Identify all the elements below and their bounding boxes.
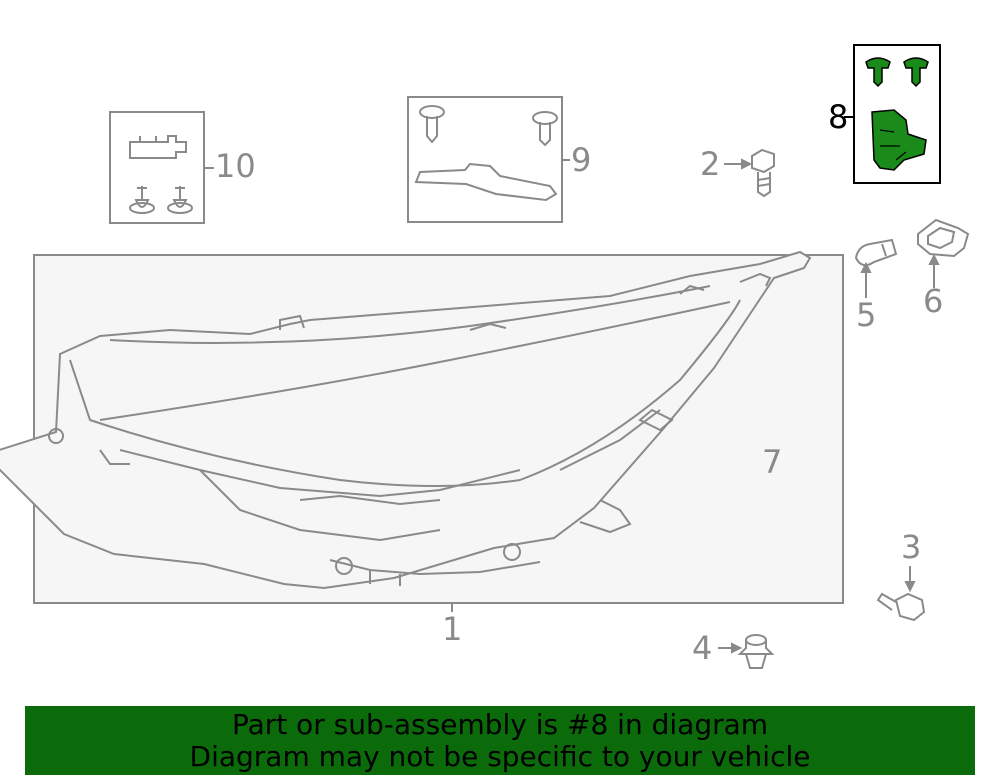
part-1-headlamp[interactable]	[0, 250, 844, 612]
callout-9[interactable]: 9	[571, 141, 592, 179]
banner-line-part: Part or sub-assembly is #8 in diagram	[231, 708, 769, 741]
part-10-kit[interactable]	[109, 111, 214, 224]
part-5-bulb[interactable]	[854, 238, 898, 298]
callout-1[interactable]: 1	[442, 610, 463, 648]
part-4-clip[interactable]	[718, 634, 775, 669]
callout-7[interactable]: 7	[762, 443, 783, 481]
banner-line-disclaimer: Diagram may not be specific to your vehi…	[189, 740, 811, 773]
part-8-bracket-kit[interactable]	[844, 44, 941, 184]
callout-2[interactable]: 2	[700, 145, 721, 183]
callout-6[interactable]: 6	[923, 282, 944, 320]
info-banner: Part or sub-assembly is #8 in diagram Di…	[25, 706, 975, 775]
part-3-bolt[interactable]	[876, 566, 926, 622]
callout-10[interactable]: 10	[215, 147, 256, 185]
part-2-bolt[interactable]	[724, 148, 775, 198]
callout-8[interactable]: 8	[828, 98, 849, 136]
callout-3[interactable]: 3	[901, 528, 922, 566]
part-6-socket[interactable]	[917, 218, 970, 288]
callout-4[interactable]: 4	[692, 629, 713, 667]
callout-5[interactable]: 5	[856, 296, 877, 334]
part-9-kit[interactable]	[407, 96, 570, 223]
